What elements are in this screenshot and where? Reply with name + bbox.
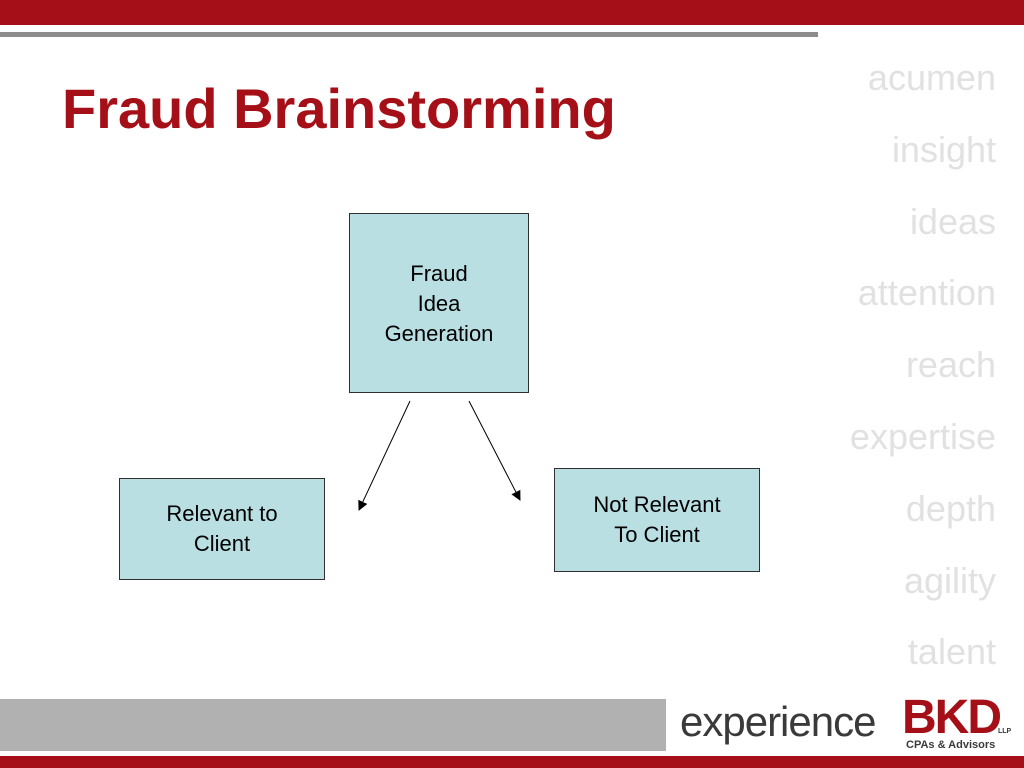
side-word: attention [857,272,996,314]
top-red-bar [0,0,1024,25]
side-word: ideas [909,200,996,242]
not-relevant-to-client-box: Not Relevant To Client [554,468,760,572]
top-gray-rule [0,32,818,37]
bkd-logo: experience BKD LLP CPAs & Advisors [680,691,1012,756]
footer-gray-bar [0,699,666,751]
relevant-to-client-label: Relevant to Client [166,501,278,556]
footer-divider [0,751,1024,756]
relevant-to-client-box: Relevant to Client [119,478,325,580]
side-word: agility [903,559,996,601]
logo-suffix: LLP [998,728,1012,735]
logo-tagline: CPAs & Advisors [906,739,996,751]
fraud-idea-generation-label: Fraud Idea Generation [384,261,494,346]
slide-title: Fraud Brainstorming [62,77,616,140]
side-word-list: acumen insight ideas attention reach exp… [796,42,996,688]
side-word: depth [905,487,996,529]
side-word: talent [907,631,996,673]
logo-word-experience: experience [680,698,876,745]
logo-brand: BKD [902,691,1002,744]
side-word: acumen [867,57,996,98]
side-word: insight [891,128,996,170]
footer-red-bar [0,756,1024,768]
side-word: reach [905,344,996,386]
arrow-to-not-relevant [468,400,521,501]
arrow-to-relevant [358,400,411,511]
side-word: expertise [849,415,996,457]
not-relevant-to-client-label: Not Relevant To Client [593,492,721,547]
fraud-idea-generation-box: Fraud Idea Generation [349,213,529,393]
